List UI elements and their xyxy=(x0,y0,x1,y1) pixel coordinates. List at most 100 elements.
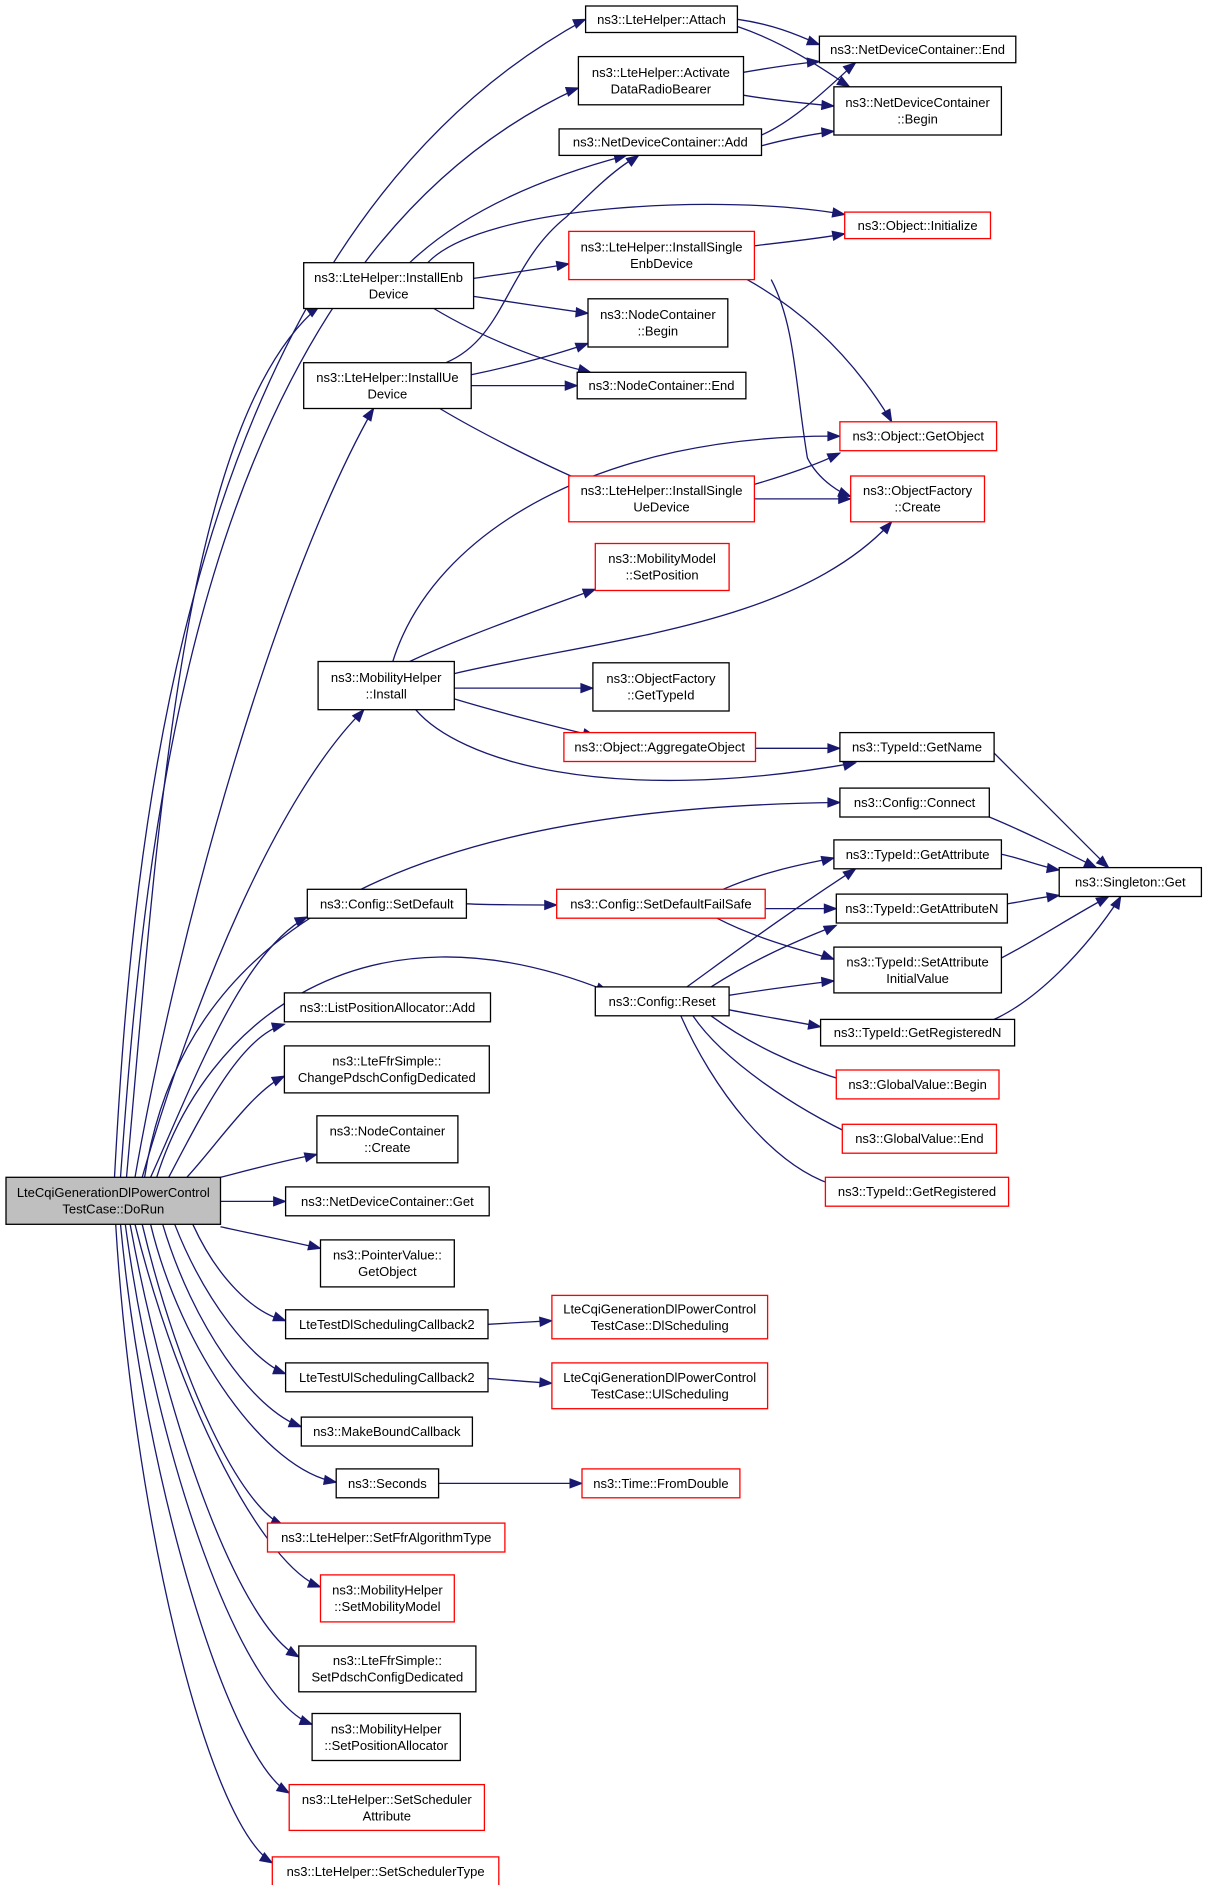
node-label: ns3::PointerValue:: xyxy=(333,1248,442,1263)
edge-arrowhead xyxy=(1045,862,1061,874)
function-node-tid-get-attribute-n[interactable]: ns3::TypeId::GetAttributeN xyxy=(835,893,1009,924)
edge-arrowhead xyxy=(842,867,857,881)
function-node-ndc-get[interactable]: ns3::NetDeviceContainer::Get xyxy=(284,1186,490,1217)
function-node-mh-install[interactable]: ns3::MobilityHelper::Install xyxy=(317,660,455,711)
function-node-from-double[interactable]: ns3::Time::FromDouble xyxy=(581,1468,741,1499)
edge-line xyxy=(770,279,851,498)
function-node-cfg-connect[interactable]: ns3::Config::Connect xyxy=(839,787,990,818)
edge-arrowhead xyxy=(1095,855,1110,869)
function-node-set-position[interactable]: ns3::MobilityModel::SetPosition xyxy=(594,542,730,592)
edge-line xyxy=(473,295,589,314)
node-label: ns3::LteHelper::SetSchedulerType xyxy=(287,1864,485,1879)
function-node-set-ffr[interactable]: ns3::LteHelper::SetFfrAlgorithmType xyxy=(266,1522,506,1553)
call-edge xyxy=(680,1015,842,1188)
edge-line xyxy=(680,1015,841,1188)
call-edge xyxy=(728,976,836,996)
edge-arrowhead xyxy=(362,407,375,422)
function-node-set-mobility[interactable]: ns3::MobilityHelper::SetMobilityModel xyxy=(319,1574,455,1623)
node-label: ns3::NetDeviceContainer::Get xyxy=(301,1194,474,1209)
node-label: ns3::GlobalValue::End xyxy=(855,1131,983,1146)
edge-arrowhead xyxy=(580,682,595,694)
function-node-set-pos-alloc[interactable]: ns3::MobilityHelper::SetPositionAllocato… xyxy=(311,1712,461,1762)
function-node-cfg-set-default[interactable]: ns3::Config::SetDefault xyxy=(306,888,468,919)
edge-arrowhead xyxy=(822,924,838,936)
call-edges xyxy=(113,18,1122,1864)
function-node-obj-init[interactable]: ns3::Object::Initialize xyxy=(844,211,992,240)
edge-line xyxy=(125,305,320,1178)
function-node-pv-get-object[interactable]: ns3::PointerValue::GetObject xyxy=(319,1239,455,1288)
node-box xyxy=(594,542,730,592)
edge-arrowhead xyxy=(351,708,365,723)
node-label: LteCqiGenerationDlPowerControl xyxy=(563,1301,756,1316)
node-label: ns3::ObjectFactory xyxy=(863,483,973,498)
node-box xyxy=(284,1362,489,1393)
function-node-tid-get-attribute[interactable]: ns3::TypeId::GetAttribute xyxy=(833,839,1003,870)
node-box xyxy=(551,1294,769,1340)
function-node-make-bound[interactable]: ns3::MakeBoundCallback xyxy=(300,1416,474,1447)
function-node-ul-cb[interactable]: LteTestUlSchedulingCallback2 xyxy=(284,1362,489,1393)
function-node-tid-get-registered[interactable]: ns3::TypeId::GetRegistered xyxy=(824,1176,1010,1207)
edge-line xyxy=(710,1015,850,1083)
function-node-tid-get-registered-n[interactable]: ns3::TypeId::GetRegisteredN xyxy=(819,1018,1016,1047)
edge-line xyxy=(168,1023,285,1178)
function-node-attach[interactable]: ns3::LteHelper::Attach xyxy=(584,5,739,34)
function-node-ndc-begin[interactable]: ns3::NetDeviceContainer::Begin xyxy=(833,86,1003,136)
call-edge xyxy=(220,1226,322,1251)
function-node-ndc-end[interactable]: ns3::NetDeviceContainer::End xyxy=(818,35,1017,64)
function-node-change-pdsch[interactable]: ns3::LteFfrSimple::ChangePdschConfigDedi… xyxy=(283,1045,490,1094)
function-node-seconds[interactable]: ns3::Seconds xyxy=(335,1468,440,1499)
function-node-nc-create[interactable]: ns3::NodeContainer::Create xyxy=(316,1115,459,1164)
edge-arrowhead xyxy=(575,307,590,318)
function-node-ndc-add[interactable]: ns3::NetDeviceContainer::Add xyxy=(558,128,763,157)
node-box xyxy=(835,1069,1000,1100)
node-box xyxy=(577,55,745,106)
call-edge xyxy=(427,203,847,264)
function-node-gv-begin[interactable]: ns3::GlobalValue::Begin xyxy=(835,1069,1000,1100)
function-node-of-create[interactable]: ns3::ObjectFactory::Create xyxy=(850,475,986,523)
function-node-of-get-type-id[interactable]: ns3::ObjectFactory::GetTypeId xyxy=(592,662,730,712)
function-node-dl-cb[interactable]: LteTestDlSchedulingCallback2 xyxy=(284,1309,489,1340)
edge-arrowhead xyxy=(555,260,571,272)
function-node-tid-get-name[interactable]: ns3::TypeId::GetName xyxy=(839,731,995,763)
function-node-lpa-add[interactable]: ns3::ListPositionAllocator::Add xyxy=(283,992,492,1023)
function-node-ul-sched[interactable]: LteCqiGenerationDlPowerControlTestCase::… xyxy=(551,1362,769,1410)
node-label: ::Install xyxy=(366,686,407,701)
node-box xyxy=(551,1362,769,1410)
edge-line xyxy=(220,1226,321,1250)
node-label: EnbDevice xyxy=(630,256,693,271)
call-edge xyxy=(1001,895,1110,959)
function-node-get-object[interactable]: ns3::Object::GetObject xyxy=(839,421,998,452)
edge-line xyxy=(728,980,834,996)
edge-line xyxy=(1001,895,1109,959)
function-node-root[interactable]: LteCqiGenerationDlPowerControlTestCase::… xyxy=(5,1176,222,1225)
function-node-singleton-get[interactable]: ns3::Singleton::Get xyxy=(1058,866,1203,898)
node-label: ns3::Object::GetObject xyxy=(852,429,984,444)
node-box xyxy=(824,1176,1010,1207)
call-edge xyxy=(993,895,1122,1020)
function-node-cfg-set-default-fail-safe[interactable]: ns3::Config::SetDefaultFailSafe xyxy=(556,888,766,919)
edge-arrowhead xyxy=(564,86,580,97)
node-box xyxy=(839,787,990,818)
node-label: LteTestDlSchedulingCallback2 xyxy=(299,1317,475,1332)
function-node-cfg-reset[interactable]: ns3::Config::Reset xyxy=(594,986,730,1017)
node-label: LteTestUlSchedulingCallback2 xyxy=(299,1370,475,1385)
function-node-set-sched-type[interactable]: ns3::LteHelper::SetSchedulerType xyxy=(271,1856,500,1885)
function-node-aggregate[interactable]: ns3::Object::AggregateObject xyxy=(563,731,757,763)
function-node-dl-sched[interactable]: LteCqiGenerationDlPowerControlTestCase::… xyxy=(551,1294,769,1340)
edge-line xyxy=(134,1224,321,1588)
function-node-nc-end[interactable]: ns3::NodeContainer::End xyxy=(576,371,747,400)
node-label: ns3::NodeContainer xyxy=(600,307,716,322)
function-node-set-pdsch[interactable]: ns3::LteFfrSimple::SetPdschConfigDedicat… xyxy=(298,1645,477,1693)
function-node-nc-begin[interactable]: ns3::NodeContainer::Begin xyxy=(587,298,729,348)
function-node-gv-end[interactable]: ns3::GlobalValue::End xyxy=(841,1123,998,1154)
edge-line xyxy=(141,1224,284,1527)
node-label: LteCqiGenerationDlPowerControl xyxy=(563,1370,756,1385)
node-label: ns3::MobilityHelper xyxy=(331,1721,442,1736)
